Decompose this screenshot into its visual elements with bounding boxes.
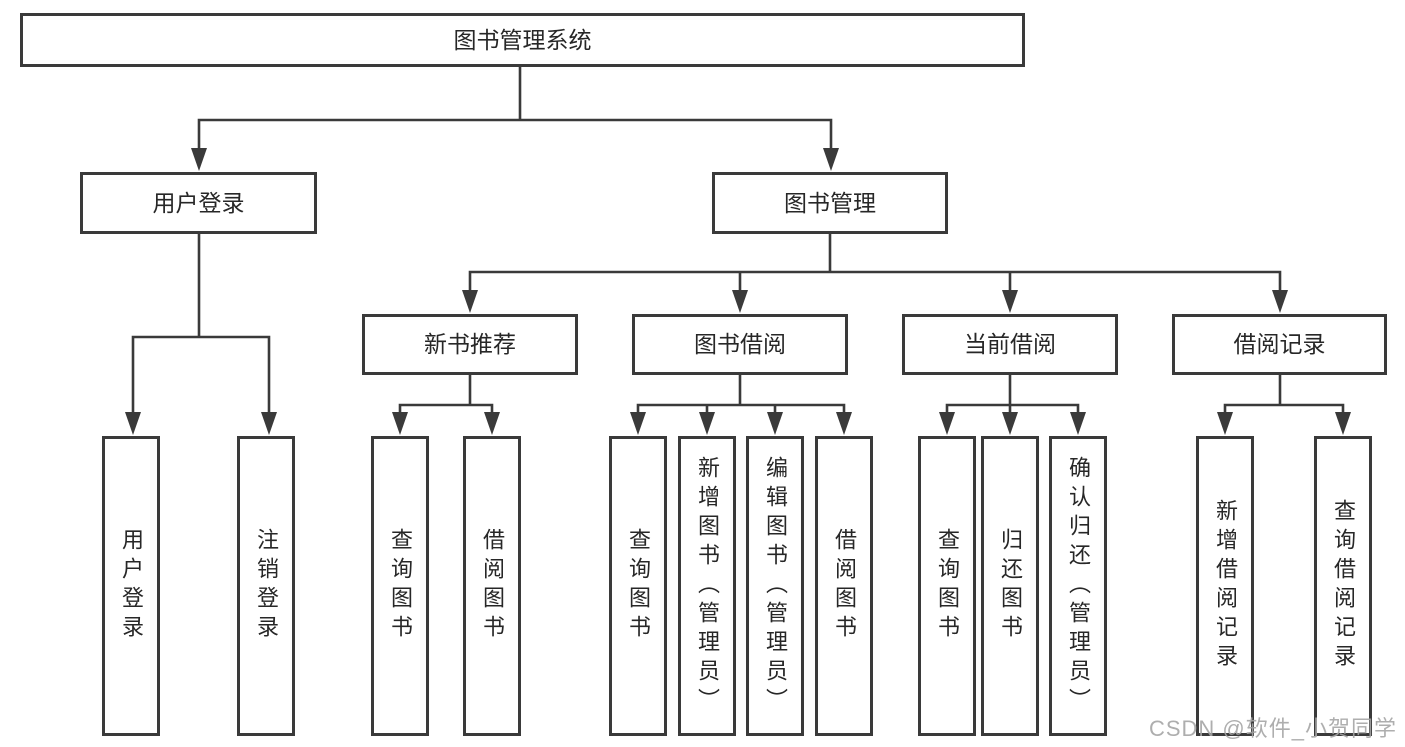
node-user-login: 用户登录 — [80, 172, 317, 234]
arrow-icon — [125, 412, 141, 435]
node-return-books: 归还图书 — [981, 436, 1039, 736]
arrow-icon — [939, 412, 955, 435]
node-current-borrowing: 当前借阅 — [902, 314, 1118, 375]
node-label: 新增借阅记录 — [1213, 499, 1238, 673]
node-borrow-books-recommend: 借阅图书 — [463, 436, 521, 736]
connector-book-management-to-level3 — [468, 232, 1282, 296]
node-edit-books-admin: 编辑图书（管理员） — [746, 436, 804, 736]
node-borrowing-records: 借阅记录 — [1172, 314, 1387, 375]
node-label: 归还图书 — [998, 528, 1023, 644]
node-label: 用户登录 — [152, 189, 245, 216]
connector-root-to-level2 — [197, 65, 833, 154]
node-label: 借阅图书 — [480, 528, 505, 644]
arrow-icon — [823, 148, 839, 171]
arrow-icon — [1217, 412, 1233, 435]
node-label: 图书管理系统 — [453, 26, 592, 53]
node-label: 查询借阅记录 — [1331, 499, 1356, 673]
arrow-icon — [462, 290, 478, 313]
arrow-icon — [836, 412, 852, 435]
connector-book-borrowing-to-leaves — [636, 373, 846, 416]
node-user-login-leaf: 用户登录 — [102, 436, 160, 736]
node-label: 当前借阅 — [964, 331, 1056, 357]
node-label: 图书管理 — [784, 189, 876, 216]
node-label: 编辑图书（管理员） — [763, 455, 788, 717]
node-borrow-books: 借阅图书 — [815, 436, 873, 736]
arrow-icon — [1002, 290, 1018, 313]
arrow-icon — [1002, 412, 1018, 435]
arrow-icon — [191, 148, 207, 171]
arrow-icon — [484, 412, 500, 435]
arrow-icon — [767, 412, 783, 435]
arrow-icon — [699, 412, 715, 435]
node-label: 注销登录 — [254, 528, 279, 644]
node-label: 新增图书（管理员） — [695, 455, 720, 717]
connector-user-login-to-leaves — [131, 232, 271, 416]
node-query-books-borrow: 查询图书 — [609, 436, 667, 736]
node-book-management: 图书管理 — [712, 172, 948, 234]
node-add-books-admin: 新增图书（管理员） — [678, 436, 736, 736]
arrow-icon — [732, 290, 748, 313]
node-query-books-recommend: 查询图书 — [371, 436, 429, 736]
connector-borrowing-records-to-leaves — [1223, 373, 1345, 416]
node-query-borrow-record: 查询借阅记录 — [1314, 436, 1372, 736]
node-label: 确认归还（管理员） — [1066, 455, 1091, 717]
arrow-icon — [1070, 412, 1086, 435]
arrow-icon — [261, 412, 277, 435]
arrow-icon — [392, 412, 408, 435]
node-label: 查询图书 — [388, 528, 413, 644]
node-root-library-management-system: 图书管理系统 — [20, 13, 1025, 67]
node-label: 图书借阅 — [694, 331, 786, 357]
node-book-borrowing: 图书借阅 — [632, 314, 848, 375]
arrow-icon — [1335, 412, 1351, 435]
arrow-icon — [1272, 290, 1288, 313]
node-logout: 注销登录 — [237, 436, 295, 736]
node-query-books-current: 查询图书 — [918, 436, 976, 736]
csdn-watermark: CSDN @软件_小贺同学 — [1148, 716, 1397, 741]
arrowheads — [125, 148, 1351, 435]
connector-new-book-to-leaves — [398, 373, 494, 416]
node-label: 新书推荐 — [424, 331, 516, 357]
node-label: 查询图书 — [935, 528, 960, 644]
node-new-book-recommendation: 新书推荐 — [362, 314, 578, 375]
node-label: 用户登录 — [119, 528, 144, 644]
node-confirm-return-admin: 确认归还（管理员） — [1049, 436, 1107, 736]
node-label: 借阅图书 — [832, 528, 857, 644]
node-label: 查询图书 — [626, 528, 651, 644]
node-label: 借阅记录 — [1233, 331, 1326, 357]
connector-current-borrowing-to-leaves — [945, 373, 1080, 416]
arrow-icon — [630, 412, 646, 435]
node-add-borrow-record: 新增借阅记录 — [1196, 436, 1254, 736]
